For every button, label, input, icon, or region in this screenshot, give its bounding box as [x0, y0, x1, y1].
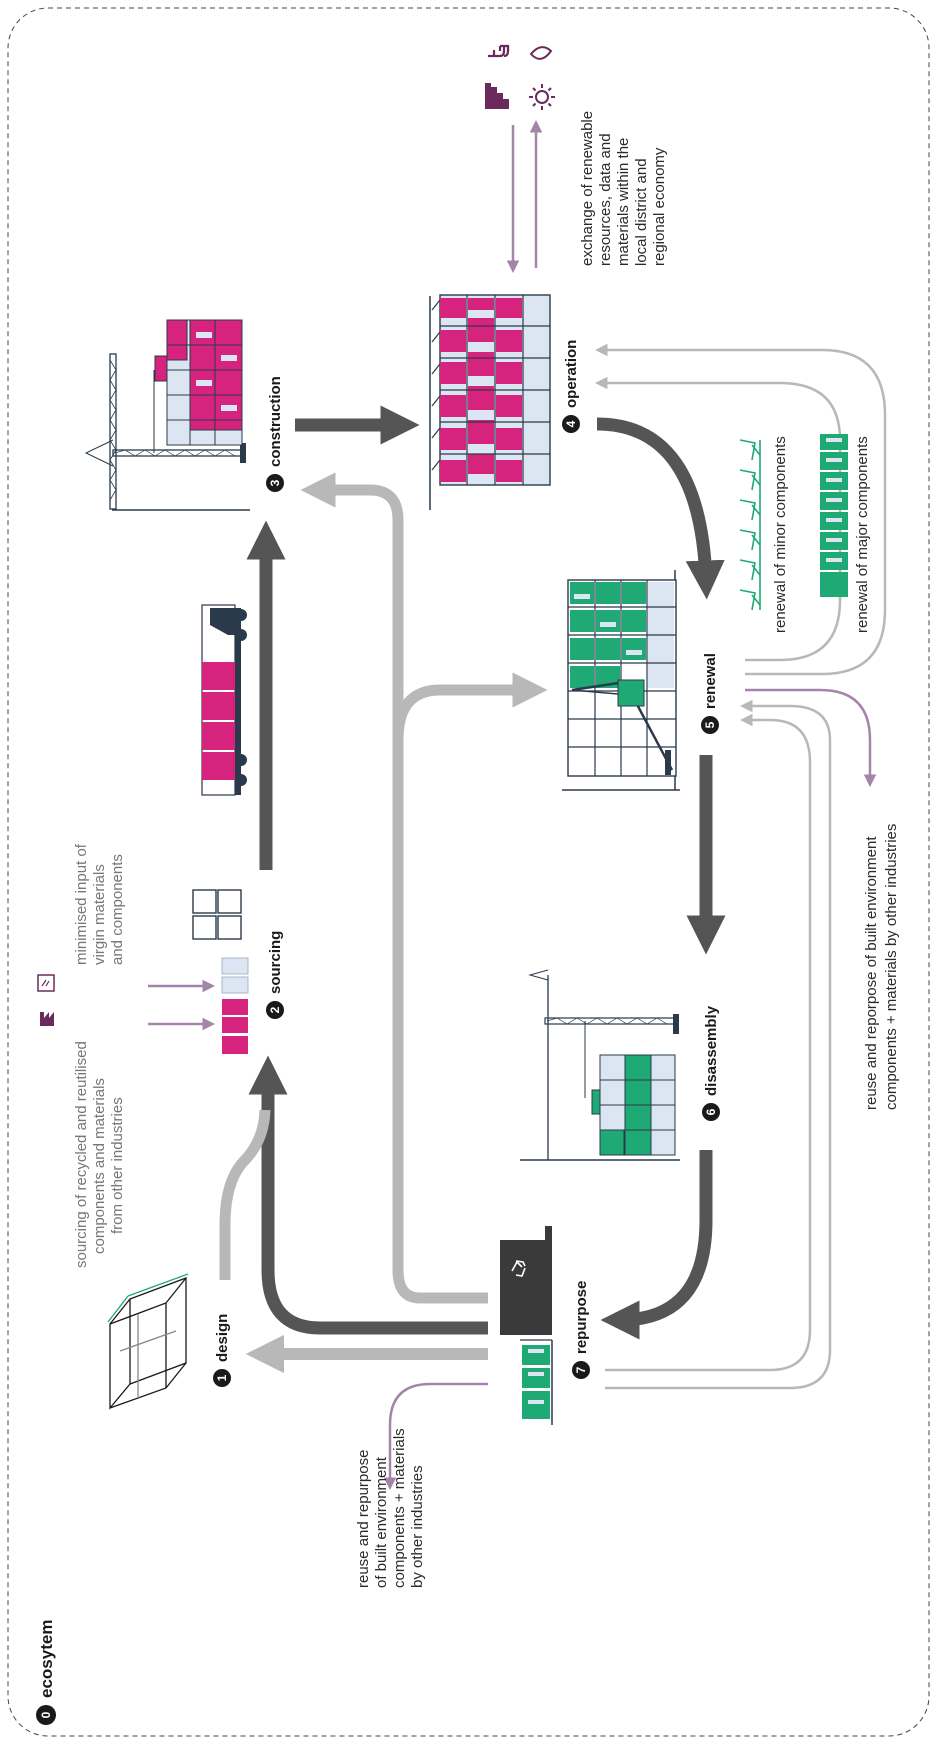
- step-5-label: 5 renewal: [701, 653, 719, 734]
- step-6-label: 6 disassembly: [702, 1005, 720, 1121]
- svg-text:reuse and reporpose of built e: reuse and reporpose of built environment: [863, 836, 880, 1110]
- arrow-disassembly-to-repurpose: [600, 1150, 713, 1340]
- step-4-label: 4 operation: [562, 340, 580, 433]
- recycle-icon: [511, 1260, 526, 1277]
- svg-text:components + materials: components + materials: [391, 1428, 408, 1588]
- certificate-icon: [37, 974, 55, 992]
- major-components-illustration: [820, 434, 848, 597]
- svg-text:regional economy: regional economy: [651, 147, 668, 266]
- svg-text:renewal: renewal: [702, 653, 719, 709]
- arrow-repurpose-to-renewal-b: [605, 699, 832, 1390]
- repurpose-facility-illustration: [500, 1226, 553, 1425]
- sourcing-materials-illustration: [192, 889, 249, 1054]
- svg-text:ecosytem: ecosytem: [37, 1620, 56, 1698]
- svg-text:7: 7: [574, 1366, 588, 1373]
- water-drop-icon: [529, 46, 553, 60]
- svg-text:construction: construction: [267, 376, 284, 467]
- ecosystem-title: 0 ecosytem: [36, 1620, 56, 1725]
- svg-text:renewal of major components: renewal of major components: [854, 436, 871, 633]
- svg-text:sourcing: sourcing: [267, 931, 284, 994]
- truck-illustration: [201, 604, 247, 796]
- svg-text:components and materials: components and materials: [91, 1078, 108, 1254]
- note-major-components: renewal of major components: [854, 436, 871, 633]
- arrow-reuse-left: [383, 1382, 488, 1490]
- renewal-building-illustration: [562, 570, 680, 791]
- note-minimised-input: minimised input of virgin materials and …: [73, 843, 126, 965]
- svg-text:3: 3: [268, 479, 282, 486]
- arrow-repurpose-to-sourcing: [248, 1055, 488, 1335]
- svg-text:design: design: [214, 1314, 231, 1362]
- svg-text:renewal of minor components: renewal of minor components: [772, 436, 789, 633]
- note-reuse-right: reuse and reporpose of built environment…: [863, 824, 900, 1110]
- svg-text:components + materials by othe: components + materials by other industri…: [883, 824, 900, 1110]
- arrow-branch-to-renewal: [392, 672, 548, 741]
- svg-text:materials within the: materials within the: [615, 138, 632, 266]
- data-bars-icon: [485, 83, 509, 109]
- arrow-renewal-to-operation-major: [595, 343, 887, 676]
- arrow-design-to-sourcing: [219, 1109, 271, 1280]
- dashed-frame: [7, 7, 930, 1737]
- svg-text:operation: operation: [563, 340, 580, 408]
- svg-text:resources, data and: resources, data and: [597, 133, 614, 266]
- svg-text:5: 5: [703, 721, 717, 728]
- svg-text:disassembly: disassembly: [703, 1005, 720, 1096]
- svg-text:repurpose: repurpose: [573, 1281, 590, 1354]
- step-2-label: 2 sourcing: [266, 931, 284, 1019]
- svg-text:reuse and repurpose: reuse and repurpose: [355, 1450, 372, 1588]
- svg-text:of built environment: of built environment: [373, 1456, 390, 1588]
- svg-text:from other industries: from other industries: [109, 1097, 126, 1234]
- arrow-operation-to-renewal: [596, 417, 725, 600]
- disassembly-illustration: [520, 969, 680, 1161]
- svg-text:local district and: local district and: [633, 158, 650, 266]
- design-cube-illustration: [107, 1273, 189, 1410]
- step-3-label: 3 construction: [266, 376, 284, 492]
- svg-text:minimised input of: minimised input of: [73, 843, 90, 965]
- svg-text:6: 6: [704, 1108, 718, 1115]
- note-minor-components: renewal of minor components: [772, 436, 789, 633]
- svg-text:2: 2: [268, 1006, 282, 1013]
- svg-text:0: 0: [39, 1711, 53, 1718]
- step-7-label: 7 repurpose: [572, 1281, 590, 1379]
- plug-icon: [488, 44, 510, 58]
- construction-illustration: [84, 319, 250, 511]
- arrow-repurpose-to-renewal-a: [605, 713, 812, 1372]
- svg-text:exchange of renewable: exchange of renewable: [579, 111, 596, 266]
- arrow-repurpose-to-construction: [300, 472, 488, 1304]
- svg-text:virgin materials: virgin materials: [91, 864, 108, 965]
- sun-icon: [529, 84, 555, 110]
- factory-icon: [40, 1012, 54, 1026]
- svg-text:1: 1: [215, 1374, 229, 1381]
- svg-text:4: 4: [564, 420, 578, 427]
- arrow-reuse-right: [745, 688, 877, 787]
- svg-text:and components: and components: [109, 854, 126, 965]
- operation-building-illustration: [429, 294, 551, 510]
- note-sourcing-recycled: sourcing of recycled and reutilised comp…: [73, 1041, 126, 1268]
- step-1-label: 1 design: [213, 1314, 231, 1387]
- svg-text:by other industries: by other industries: [409, 1465, 426, 1588]
- flow-arrows: [148, 120, 887, 1490]
- note-exchange: exchange of renewable resources, data an…: [579, 111, 668, 266]
- svg-text:sourcing of recycled and reuti: sourcing of recycled and reutilised: [73, 1041, 90, 1268]
- minor-components-illustration: [739, 439, 761, 611]
- note-reuse-left: reuse and repurpose of built environment…: [355, 1428, 426, 1588]
